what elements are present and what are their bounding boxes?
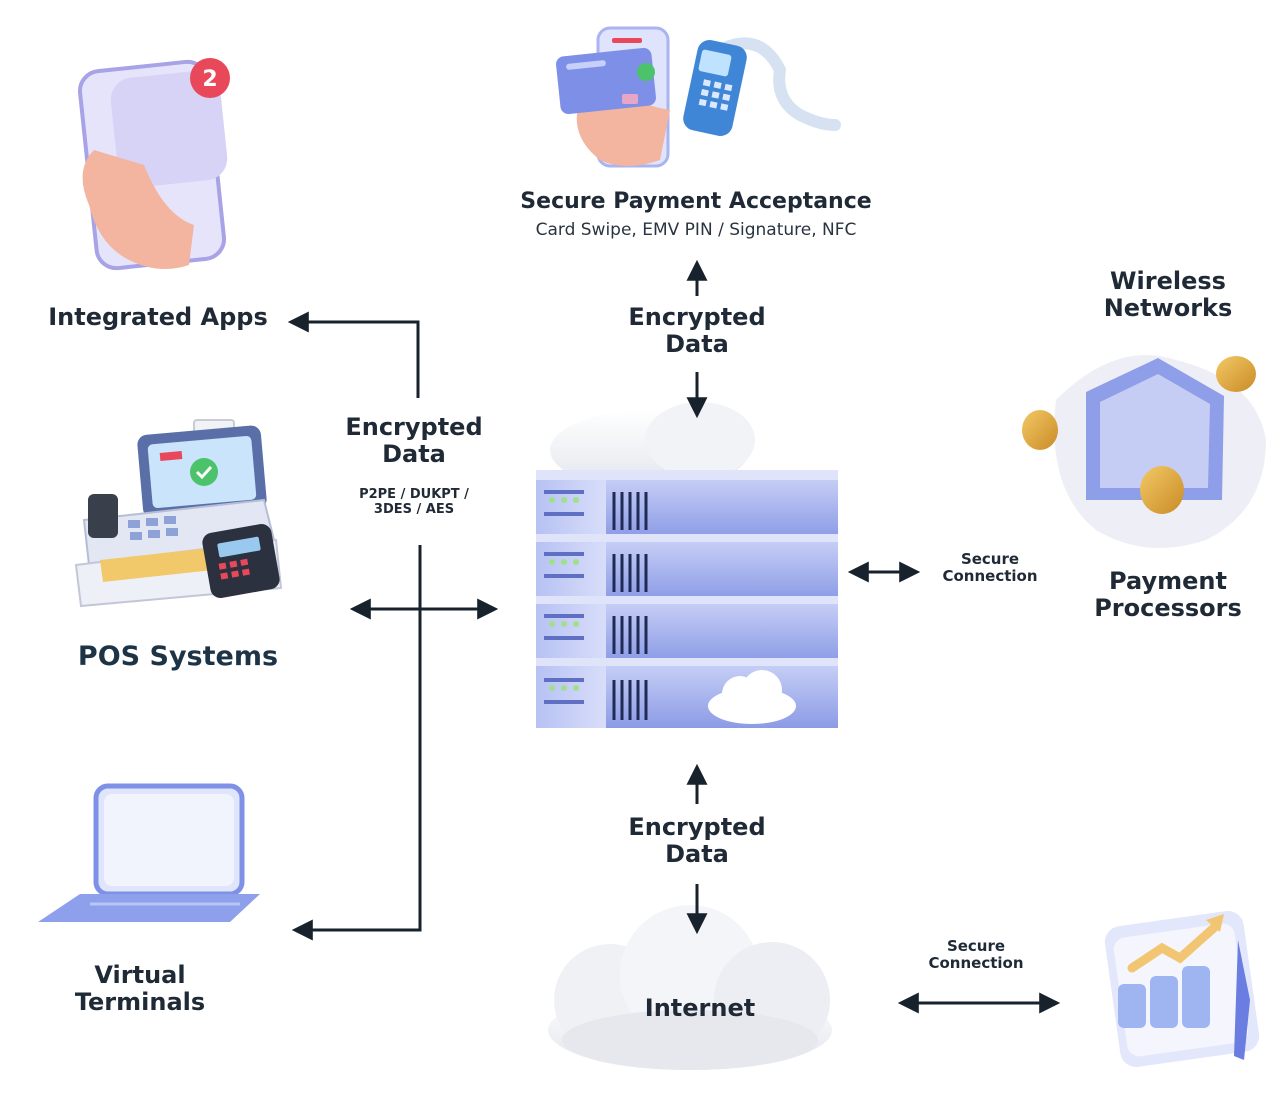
card-payment-terminal-icon (556, 26, 841, 168)
laptop-icon (38, 783, 260, 922)
shield-coins-icon (1022, 355, 1266, 548)
secure-connection-bottom-label: Secure Connection (928, 937, 1024, 972)
pos-systems-label: POS Systems (77, 641, 279, 672)
analytics-chart-icon (1104, 911, 1260, 1067)
pos-register-icon (74, 419, 283, 608)
server-rack-icon (536, 402, 838, 728)
notification-badge: 2 (202, 67, 217, 92)
wireless-networks-label: Wireless Networks (1103, 267, 1233, 322)
internet-label: Internet (644, 994, 756, 1022)
cloud-icon (548, 905, 832, 1070)
encrypted-data-top-label: Encrypted Data (628, 303, 766, 358)
payment-acceptance-label: Secure Payment Acceptance Card Swipe, EM… (470, 189, 922, 240)
payment-acceptance-subtitle: Card Swipe, EMV PIN / Signature, NFC (535, 219, 857, 240)
encryption-methods-label: P2PE / DUKPT / 3DES / AES (359, 487, 469, 517)
secure-connection-right-label: Secure Connection (942, 550, 1038, 585)
virtual-terminals-label: Virtual Terminals (74, 961, 206, 1016)
phone-notification-icon: 2 (77, 58, 230, 271)
payment-acceptance-title: Secure Payment Acceptance (520, 189, 872, 214)
server-cloud-icon (708, 670, 796, 724)
connector-integrated-apps (287, 311, 420, 398)
encrypted-data-left-label: Encrypted Data (345, 413, 483, 468)
encrypted-data-bottom-label: Encrypted Data (628, 813, 766, 868)
payment-processors-label: Payment Processors (1094, 567, 1242, 622)
integrated-apps-label: Integrated Apps (48, 303, 268, 331)
connector-left-trunk (291, 545, 422, 941)
